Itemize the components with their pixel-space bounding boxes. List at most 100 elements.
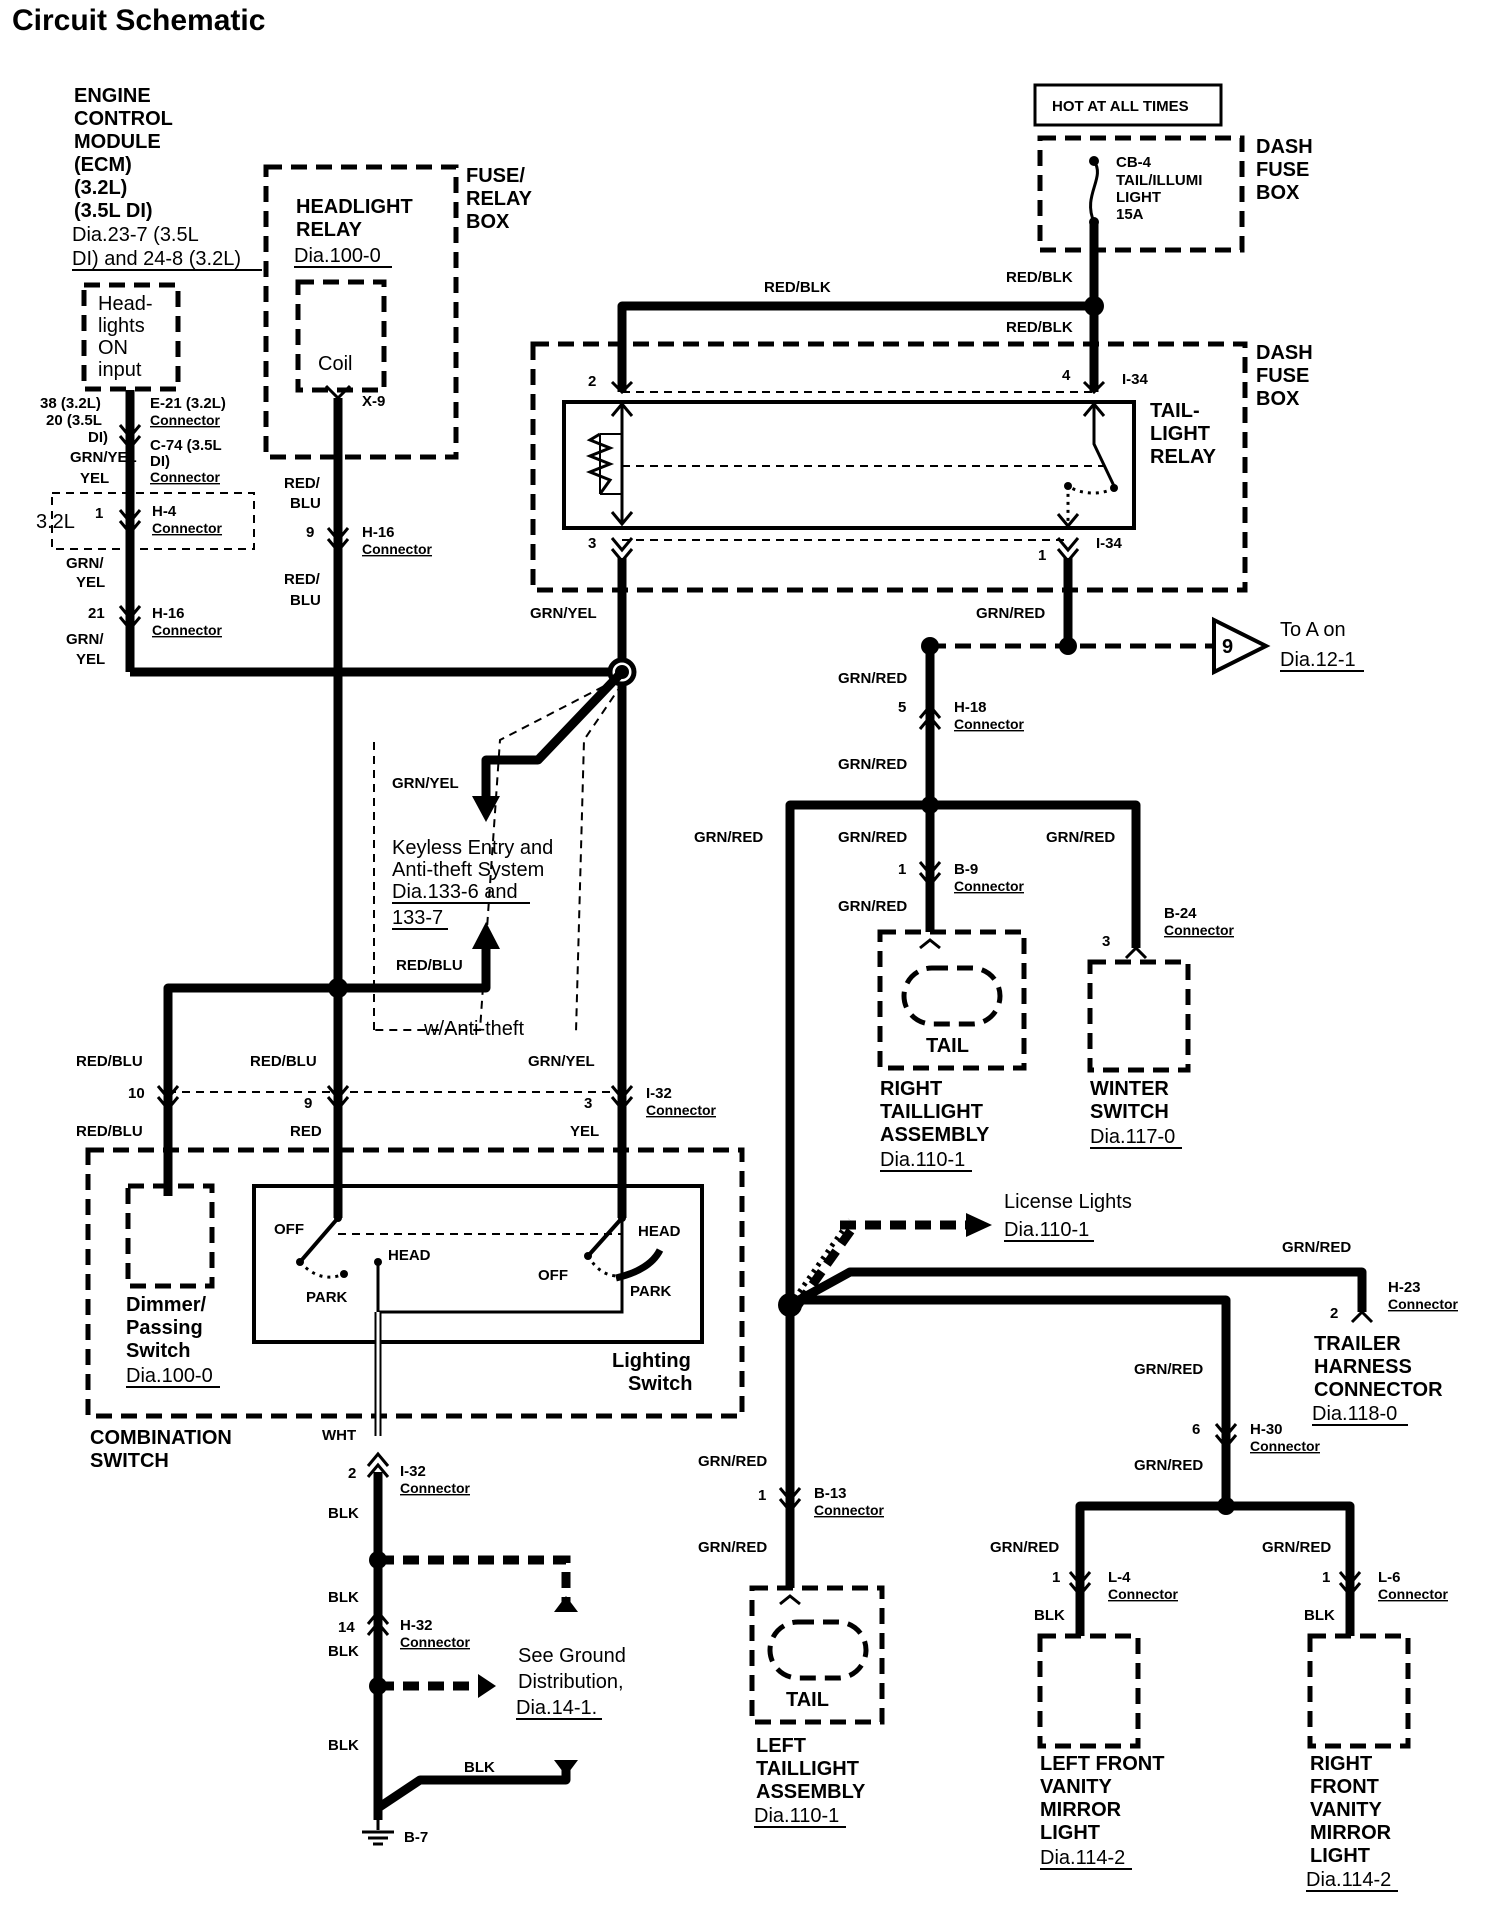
- lighting-switch-label: Lighting Switch: [612, 1350, 692, 1395]
- svg-text:GRN/RED: GRN/RED: [694, 829, 763, 846]
- svg-text:I-34: I-34: [1122, 371, 1149, 388]
- svg-text:GRN/: GRN/: [66, 631, 104, 648]
- svg-text:Connector: Connector: [954, 878, 1025, 894]
- svg-text:Switch: Switch: [628, 1373, 692, 1395]
- svg-text:C-74 (3.5L: C-74 (3.5L: [150, 437, 222, 454]
- dash-fuse-box-label-top: DASH FUSE BOX: [1256, 136, 1313, 204]
- svg-text:Dia.100-0: Dia.100-0: [126, 1365, 213, 1387]
- svg-text:Dia.14-1.: Dia.14-1.: [516, 1697, 597, 1719]
- lighting-switch-internals: OFF HEAD PARK OFF HEAD PARK: [274, 1214, 681, 1314]
- svg-text:3: 3: [584, 1095, 592, 1112]
- license-lights-label: License Lights: [1004, 1191, 1132, 1213]
- right-vanity-label: RIGHT FRONT VANITY MIRROR LIGHT Dia.114-…: [1306, 1753, 1398, 1892]
- svg-text:LIGHT: LIGHT: [1040, 1822, 1100, 1844]
- svg-text:OFF: OFF: [274, 1221, 304, 1238]
- svg-text:Passing: Passing: [126, 1317, 203, 1339]
- svg-text:I-34: I-34: [1096, 535, 1123, 552]
- h30-connector: GRN/RED 6 H-30 Connector GRN/RED: [1134, 1361, 1321, 1474]
- svg-text:BOX: BOX: [1256, 182, 1300, 204]
- svg-text:5: 5: [898, 699, 906, 716]
- svg-text:DI): DI): [150, 453, 170, 470]
- ecm-pin-labels: 38 (3.2L) 20 (3.5L DI) GRN/YEL GRN/YEL E…: [40, 395, 226, 485]
- grn-red-relay-label: GRN/RED: [976, 605, 1045, 622]
- svg-text:See Ground: See Ground: [518, 1645, 626, 1667]
- svg-text:GRN/RED: GRN/RED: [1046, 829, 1115, 846]
- svg-text:RED/BLK: RED/BLK: [1006, 269, 1073, 286]
- coil-label: Coil: [318, 353, 352, 375]
- headlight-relay-coil-box: [295, 279, 387, 393]
- dash-fuse-box-label-relay: DASH FUSE BOX: [1256, 342, 1313, 410]
- svg-text:Connector: Connector: [150, 412, 221, 428]
- left-taillight-box: [749, 1585, 885, 1725]
- headlights-on-input-label: Head- lights ON input: [98, 293, 152, 381]
- fuse-relay-box-label: FUSE/ RELAY BOX: [466, 165, 533, 233]
- left-taillight-assembly-label: LEFT TAILLIGHT ASSEMBLY Dia.110-1: [754, 1735, 866, 1828]
- wire-vanity: [1075, 1501, 1355, 1636]
- svg-text:SWITCH: SWITCH: [90, 1450, 169, 1472]
- keyless-entry-label: Keyless Entry and Anti-theft System Dia.…: [392, 837, 553, 930]
- svg-text:GRN/RED: GRN/RED: [838, 756, 907, 773]
- l6-connector: GRN/RED 1 L-6 Connector BLK: [1262, 1539, 1449, 1624]
- svg-text:Dia.114-2: Dia.114-2: [1040, 1847, 1125, 1869]
- svg-text:BLK: BLK: [328, 1589, 359, 1606]
- svg-text:GRN/RED: GRN/RED: [698, 1539, 767, 1556]
- svg-text:B-7: B-7: [404, 1829, 428, 1846]
- wire-ecm-to-splice: [118, 390, 618, 677]
- svg-text:LIGHT: LIGHT: [1150, 423, 1210, 445]
- svg-text:Connector: Connector: [152, 622, 223, 638]
- svg-text:10: 10: [128, 1085, 145, 1102]
- b9-connector: GRN/RED GRN/RED GRN/RED 1 B-9 Connector …: [694, 829, 1115, 915]
- svg-text:GRN/RED: GRN/RED: [838, 829, 907, 846]
- svg-text:Distribution,: Distribution,: [518, 1671, 624, 1693]
- svg-text:BLK: BLK: [1034, 1607, 1065, 1624]
- svg-text:9: 9: [304, 1095, 312, 1112]
- svg-text:H-16: H-16: [362, 524, 395, 541]
- svg-text:RELAY: RELAY: [296, 219, 363, 241]
- wire-h30: [787, 1295, 1231, 1506]
- left-tail-label: TAIL: [786, 1689, 829, 1711]
- svg-text:Connector: Connector: [646, 1102, 717, 1118]
- svg-text:BLK: BLK: [1304, 1607, 1335, 1624]
- keyless-out-arrow: [481, 668, 626, 800]
- keyless-red-blu: RED/BLU: [396, 957, 463, 974]
- left-vanity-box: [1037, 1633, 1141, 1749]
- trailer-connector: 2 H-23 Connector TRAILER HARNESS CONNECT…: [1312, 1279, 1459, 1426]
- svg-text:GRN/: GRN/: [66, 555, 104, 572]
- svg-text:H-23: H-23: [1388, 1279, 1421, 1296]
- svg-text:RIGHT: RIGHT: [880, 1078, 942, 1100]
- ecm-wire-labels: GRN/RED GRN/ YEL 21 H-16 Connector GRN/ …: [66, 555, 223, 668]
- headlight-relay-label: HEADLIGHT RELAY Dia.100-0: [294, 196, 413, 268]
- svg-text:VANITY: VANITY: [1310, 1799, 1383, 1821]
- right-taillight-box: [877, 929, 1027, 1071]
- h16-relay-connector-mark: [326, 527, 350, 554]
- license-lights-arrow: [794, 1220, 970, 1308]
- fuse-relay-box: [263, 164, 459, 460]
- svg-text:YEL: YEL: [570, 1123, 599, 1140]
- anti-theft-note: w/Anti-theft: [423, 1018, 524, 1040]
- svg-text:GRN/RED: GRN/RED: [1134, 1457, 1203, 1474]
- left-vanity-label: LEFT FRONT VANITY MIRROR LIGHT Dia.114-2: [1040, 1753, 1164, 1870]
- svg-text:H-16: H-16: [152, 605, 185, 622]
- svg-text:Connector: Connector: [1164, 922, 1235, 938]
- ecm-label: ENGINE CONTROL MODULE (ECM) (3.2L) (3.5L…: [72, 85, 262, 271]
- svg-text:DASH: DASH: [1256, 342, 1313, 364]
- svg-text:RED/: RED/: [284, 571, 321, 588]
- svg-text:Dia.133-6 and: Dia.133-6 and: [392, 881, 518, 903]
- taillight-relay-box: [562, 400, 1136, 530]
- svg-text:RED/BLU: RED/BLU: [76, 1123, 143, 1140]
- svg-text:BLU: BLU: [290, 592, 321, 609]
- svg-text:FRONT: FRONT: [1310, 1776, 1379, 1798]
- svg-text:Connector: Connector: [1108, 1586, 1179, 1602]
- i32-labels: RED/BLU RED/BLU GRN/YEL 10 9 3 I-32 Conn…: [76, 1053, 717, 1140]
- ground-dist-upper: [378, 1555, 571, 1610]
- hot-at-all-times-label: HOT AT ALL TIMES: [1052, 98, 1189, 115]
- svg-text:DASH: DASH: [1256, 136, 1313, 158]
- svg-text:RED: RED: [290, 1123, 322, 1140]
- svg-text:FUSE: FUSE: [1256, 159, 1309, 181]
- svg-text:(3.5L DI): (3.5L DI): [74, 200, 153, 222]
- combination-switch-label: COMBINATION SWITCH: [90, 1427, 232, 1472]
- svg-text:(3.2L): (3.2L): [74, 177, 127, 199]
- svg-text:H-4: H-4: [152, 503, 177, 520]
- lighting-switch-box: [252, 1184, 704, 1344]
